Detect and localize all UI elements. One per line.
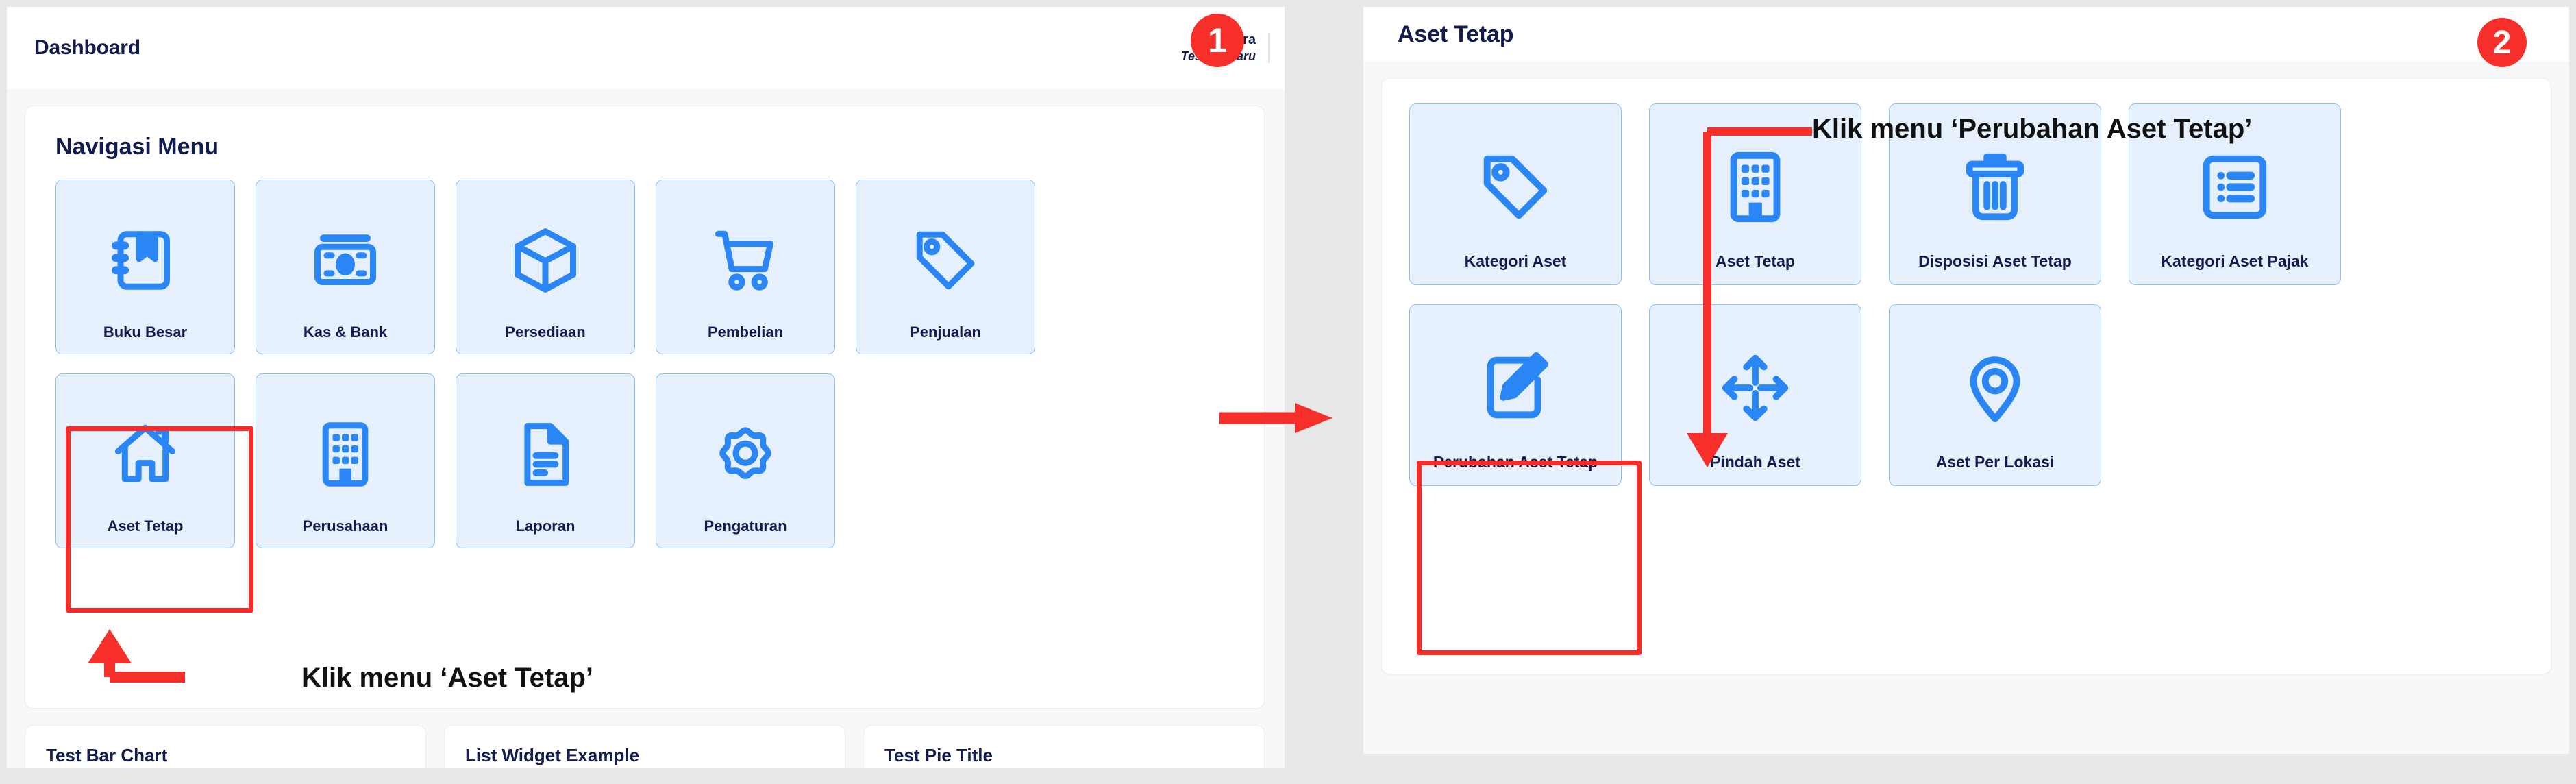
menu-tile-pengaturan[interactable]: Pengaturan (656, 373, 835, 548)
menu-tile-label: Buku Besar (103, 323, 188, 341)
menu-tile-label: Penjualan (910, 323, 981, 341)
aset-tile-perubahan-aset-tetap[interactable]: Perubahan Aset Tetap (1409, 304, 1622, 486)
price-tag-icon (856, 197, 1035, 323)
aset-tile-label: Aset Tetap (1716, 252, 1795, 270)
aset-tile-label: Perubahan Aset Tetap (1433, 453, 1598, 471)
menu-tile-persediaan[interactable]: Persediaan (456, 180, 635, 354)
menu-tile-perusahaan[interactable]: Perusahaan (256, 373, 435, 548)
widget-title: Test Pie Title (884, 745, 993, 765)
aset-tetap-menu-card: Kategori Aset (1381, 78, 2551, 674)
aset-tetap-header: Aset Tetap (1363, 7, 2569, 62)
document-report-icon (456, 391, 634, 517)
dashboard-header: Dashboard Indra Testing Baru (7, 7, 1285, 89)
page-title: Dashboard (34, 36, 140, 59)
aset-tile-label: Aset Per Lokasi (1935, 453, 2055, 471)
aset-tile-label: Pindah Aset (1709, 453, 1801, 471)
nav-row-1: Buku Besar Kas & Bank (55, 180, 1234, 354)
house-icon (56, 391, 234, 517)
widget-test-bar-chart[interactable]: Test Bar Chart (25, 725, 426, 768)
aset-tile-label: Disposisi Aset Tetap (1918, 252, 2072, 270)
banknote-icon (256, 197, 434, 323)
aset-tile-kategori-aset[interactable]: Kategori Aset (1409, 103, 1622, 285)
aset-tile-label: Kategori Aset Pajak (2161, 252, 2309, 270)
office-building-icon (1650, 122, 1861, 252)
annotation-klik-perubahan-aset-tetap: Klik menu ‘Perubahan Aset Tetap’ (1812, 114, 2253, 144)
menu-tile-kas-bank[interactable]: Kas & Bank (256, 180, 435, 354)
nav-row-2: Aset Tetap (55, 373, 1234, 548)
page-title: Aset Tetap (1398, 21, 1514, 47)
aset-tile-label: Kategori Aset (1464, 252, 1567, 270)
arrow-to-perubahan-aset-tetap (1687, 127, 1812, 467)
shopping-cart-icon (656, 197, 834, 323)
aset-tile-aset-per-lokasi[interactable]: Aset Per Lokasi (1889, 304, 2101, 486)
edit-pencil-icon (1410, 323, 1621, 453)
gear-icon (656, 391, 834, 517)
widget-title: Test Bar Chart (46, 745, 168, 765)
aset-tile-kategori-aset-pajak[interactable]: Kategori Aset Pajak (2129, 103, 2341, 285)
header-divider (1268, 33, 1270, 63)
step-badge-1: 1 (1191, 14, 1244, 67)
aset-tetap-body: Kategori Aset (1363, 62, 2569, 754)
menu-tile-aset-tetap[interactable]: Aset Tetap (55, 373, 235, 548)
widget-strip: Test Bar Chart List Widget Example Test … (25, 725, 1265, 768)
annotation-klik-aset-tetap: Klik menu ‘Aset Tetap’ (301, 663, 594, 693)
widget-title: List Widget Example (465, 745, 640, 765)
cube-box-icon (456, 197, 634, 323)
ledger-book-icon (56, 197, 234, 323)
menu-tile-label: Pembelian (707, 323, 784, 341)
menu-tile-penjualan[interactable]: Penjualan (856, 180, 1035, 354)
menu-tile-label: Perusahaan (302, 517, 388, 535)
price-tag-icon (1410, 122, 1621, 252)
step-badge-2: 2 (2477, 18, 2527, 67)
panel-connector-arrow (1219, 403, 1333, 433)
move-arrows-icon (1650, 323, 1861, 453)
aset-tetap-panel: Aset Tetap Kategori Aset (1363, 7, 2569, 754)
menu-tile-pembelian[interactable]: Pembelian (656, 180, 835, 354)
aset-row-2: Perubahan Aset Tetap Pin (1409, 304, 2523, 486)
widget-list-example[interactable]: List Widget Example (444, 725, 845, 768)
list-document-icon (2129, 122, 2340, 252)
menu-tile-label: Persediaan (505, 323, 586, 341)
menu-tile-label: Kas & Bank (303, 323, 388, 341)
arrow-to-aset-tetap (88, 629, 185, 683)
aset-tile-pindah-aset[interactable]: Pindah Aset (1649, 304, 1861, 486)
menu-tile-label: Aset Tetap (107, 517, 184, 535)
menu-tile-label: Pengaturan (704, 517, 787, 535)
navigasi-menu-title: Navigasi Menu (55, 134, 219, 160)
widget-test-pie-title[interactable]: Test Pie Title (863, 725, 1265, 768)
office-building-icon (256, 391, 434, 517)
menu-tile-label: Laporan (515, 517, 575, 535)
trash-bin-icon (1890, 122, 2101, 252)
aset-tile-disposisi-aset-tetap[interactable]: Disposisi Aset Tetap (1889, 103, 2101, 285)
navigasi-menu-card: Navigasi Menu Buku Besar (25, 106, 1265, 709)
menu-tile-buku-besar[interactable]: Buku Besar (55, 180, 235, 354)
map-pin-icon (1890, 323, 2101, 453)
menu-tile-laporan[interactable]: Laporan (456, 373, 635, 548)
